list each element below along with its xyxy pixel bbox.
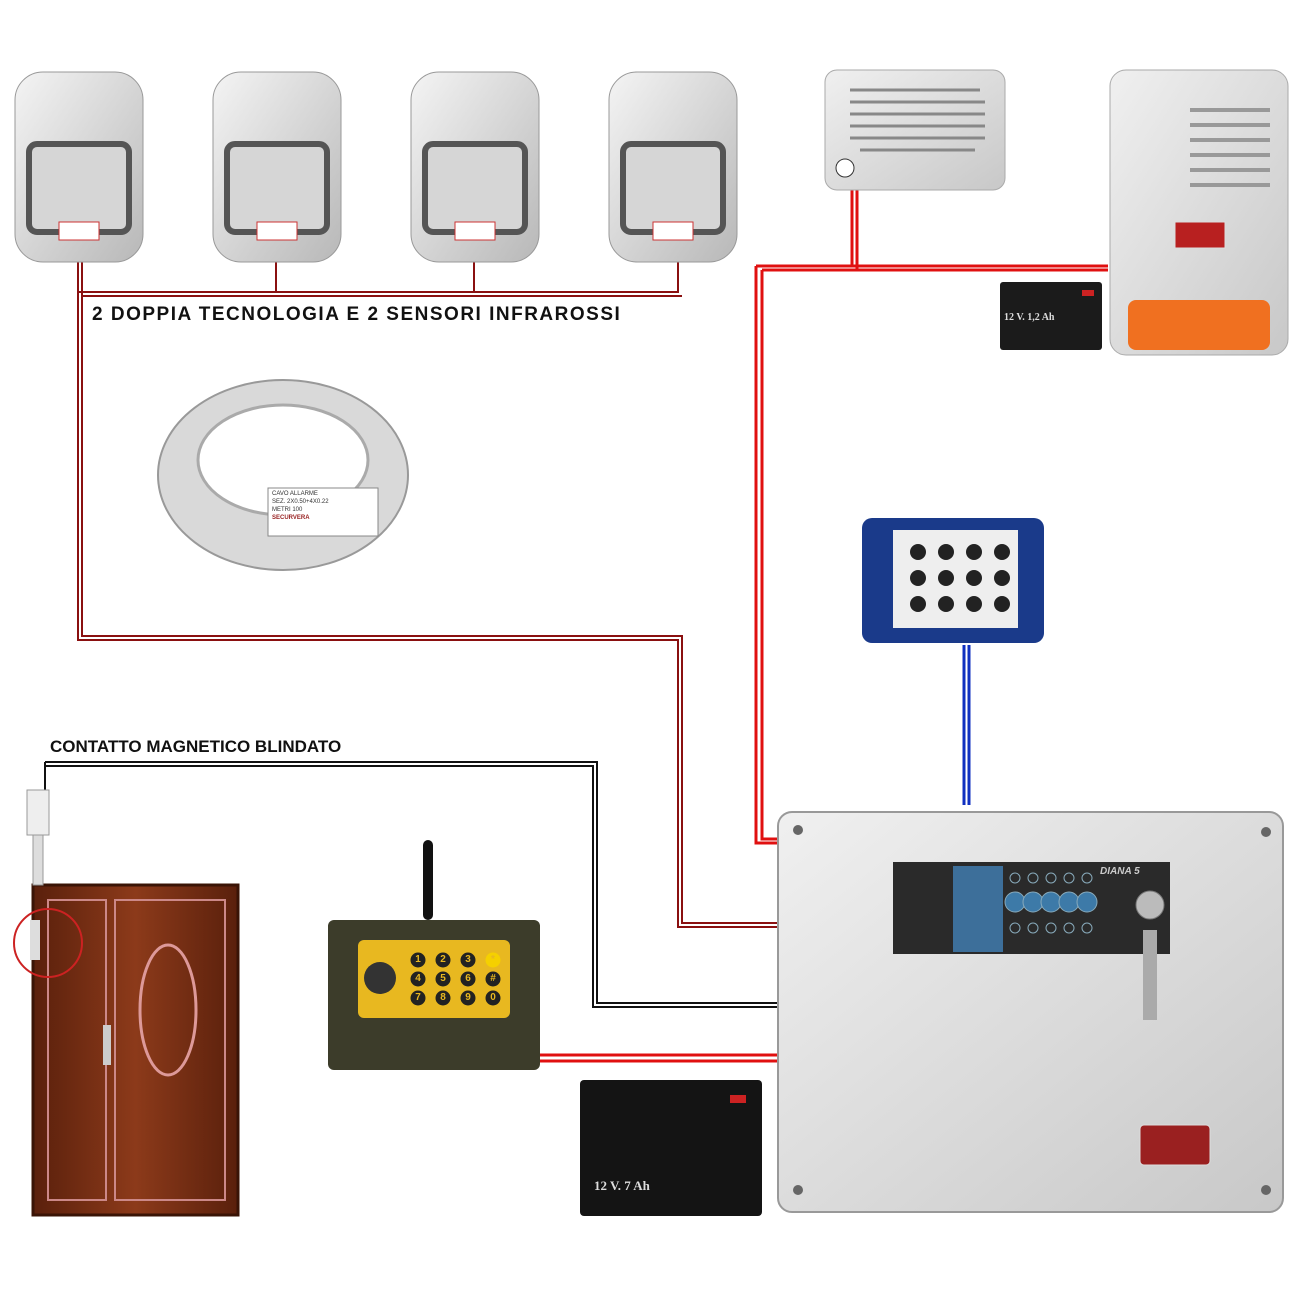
panel-led	[1022, 891, 1044, 913]
gsm-key	[484, 970, 502, 988]
battery-small	[1000, 282, 1102, 350]
keypad-button	[938, 570, 954, 586]
gsm-key	[409, 989, 427, 1007]
gsm-key-label: 7	[415, 992, 421, 1003]
keypad-button	[910, 596, 926, 612]
keypad-button	[938, 596, 954, 612]
panel-led	[1081, 922, 1093, 934]
panel-model-label: DIANA 5	[1100, 866, 1140, 877]
keypad-button	[994, 570, 1010, 586]
cable-spec-line: METRI 100	[272, 507, 303, 513]
keypad-button	[910, 570, 926, 586]
keypad-button	[966, 570, 982, 586]
outdoor-siren	[1109, 69, 1289, 356]
magnetic-contact	[26, 789, 50, 886]
cable-spec-line: CAVO ALLARME	[272, 491, 318, 497]
pir-sensor	[410, 71, 540, 263]
panel-led	[1040, 891, 1062, 913]
wall-keypad	[862, 518, 1044, 643]
gsm-key-label: 0	[490, 992, 496, 1003]
panel-led	[1009, 922, 1021, 934]
gsm-key-label: 9	[465, 992, 471, 1003]
gsm-dialer	[328, 840, 540, 1070]
keypad-button	[994, 596, 1010, 612]
cable-coil	[157, 379, 409, 571]
indoor-siren	[824, 69, 1006, 191]
battery-large-label: 12 V. 7 Ah	[594, 1178, 650, 1193]
siren-power-wire	[754, 190, 1108, 845]
panel-led	[1009, 872, 1021, 884]
keypad-bus-wire	[962, 645, 971, 805]
gsm-key	[459, 951, 477, 969]
panel-led	[1058, 891, 1080, 913]
panel-led	[1004, 891, 1026, 913]
panel-led	[1045, 872, 1057, 884]
gsm-key-label: 6	[465, 973, 471, 984]
gsm-key	[409, 970, 427, 988]
gsm-key-label: 1	[415, 954, 421, 965]
gsm-key-label: *	[491, 954, 495, 965]
door-contact-wire	[44, 761, 778, 1008]
pir-sensor	[212, 71, 342, 263]
keypad-button	[994, 544, 1010, 560]
sensor-bus-wire	[77, 262, 778, 928]
battery-large	[580, 1080, 762, 1216]
gsm-key-label: 3	[465, 954, 471, 965]
armored-door	[13, 883, 240, 1217]
gsm-key	[459, 989, 477, 1007]
gsm-key-label: #	[490, 973, 496, 984]
control-panel	[777, 811, 1284, 1213]
pir-sensors	[14, 71, 738, 263]
cable-brand: SECURVERA	[272, 515, 310, 521]
gsm-key	[434, 951, 452, 969]
gsm-key	[409, 951, 427, 969]
panel-led	[1027, 922, 1039, 934]
panel-led	[1063, 872, 1075, 884]
gsm-power-wire	[530, 1053, 778, 1063]
gsm-key-label: 4	[415, 973, 421, 984]
gsm-key-label: 8	[440, 992, 446, 1003]
panel-led	[1063, 922, 1075, 934]
panel-led	[1081, 872, 1093, 884]
gsm-key	[434, 970, 452, 988]
panel-led	[1027, 872, 1039, 884]
sensors-label: 2 DOPPIA TECNOLOGIA E 2 SENSORI INFRAROS…	[92, 304, 622, 325]
cable-spec-line: SEZ. 2X0.50+4X0.22	[272, 499, 329, 505]
cable-spec: CAVO ALLARME SEZ. 2X0.50+4X0.22 METRI 10…	[272, 490, 329, 522]
panel-led	[1045, 922, 1057, 934]
keypad-button	[966, 596, 982, 612]
gsm-key	[434, 989, 452, 1007]
gsm-key	[459, 970, 477, 988]
gsm-key	[484, 951, 502, 969]
gsm-key-label: 2	[440, 954, 446, 965]
pir-sensor	[608, 71, 738, 263]
pir-sensor	[14, 71, 144, 263]
gsm-key	[484, 989, 502, 1007]
battery-small-label: 12 V. 1,2 Ah	[1004, 312, 1055, 323]
keypad-button	[938, 544, 954, 560]
keypad-button	[966, 544, 982, 560]
gsm-key-label: 5	[440, 973, 446, 984]
panel-led	[1076, 891, 1098, 913]
keypad-button	[910, 544, 926, 560]
door-contact-label: CONTATTO MAGNETICO BLINDATO	[50, 737, 342, 756]
